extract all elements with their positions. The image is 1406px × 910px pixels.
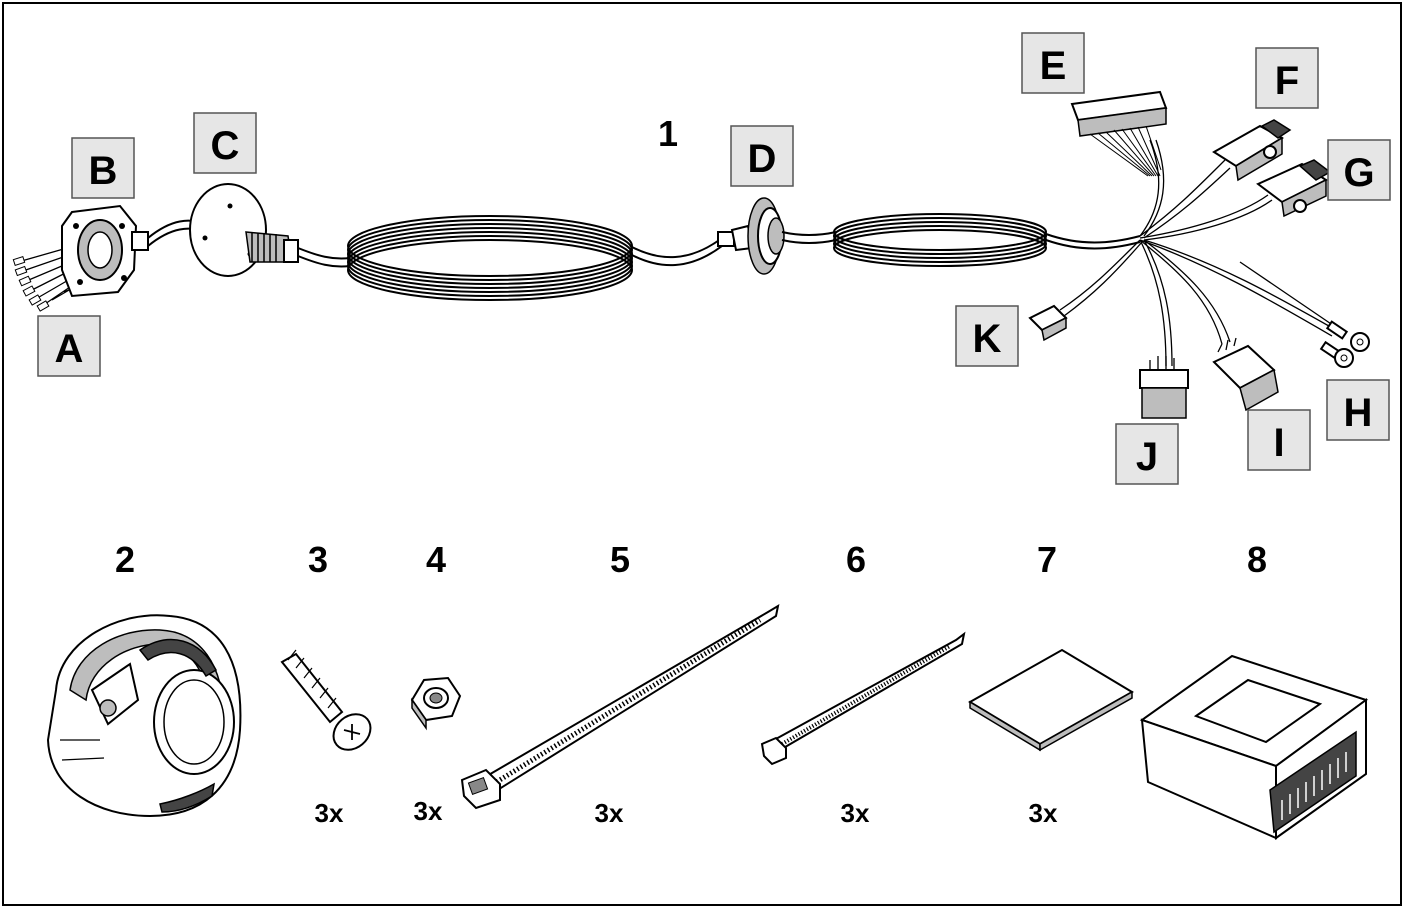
label-b: B — [71, 137, 135, 199]
cable-tie-short-icon — [760, 631, 966, 766]
label-d: D — [730, 125, 794, 187]
svg-text:I: I — [1273, 421, 1284, 465]
svg-text:C: C — [211, 124, 240, 168]
label-f: F — [1255, 47, 1319, 109]
qty-item-7: 3x — [1029, 798, 1058, 828]
connector-i-icon — [1212, 337, 1279, 412]
connector-e-icon — [1070, 90, 1168, 177]
cable-coil-small-icon — [833, 213, 1047, 267]
trailer-socket-icon — [46, 614, 242, 818]
label-k: K — [955, 305, 1019, 367]
connector-g-icon — [1256, 159, 1332, 218]
qty-item-3: 3x — [315, 798, 344, 828]
svg-text:A: A — [55, 327, 84, 371]
item-number-5: 5 — [610, 539, 630, 580]
svg-text:H: H — [1344, 391, 1373, 435]
qty-item-5: 3x — [595, 798, 624, 828]
flange-plate-icon — [61, 204, 149, 298]
svg-text:K: K — [973, 317, 1002, 361]
screw-icon — [280, 649, 372, 751]
control-module-icon — [1139, 654, 1369, 840]
connector-k-icon — [1028, 304, 1068, 342]
wire-ends-icon — [12, 239, 103, 312]
svg-text:F: F — [1275, 59, 1299, 103]
item-number-3: 3 — [308, 539, 328, 580]
svg-text:G: G — [1343, 151, 1374, 195]
qty-item-4: 3x — [414, 796, 443, 826]
label-h: H — [1326, 379, 1390, 441]
label-i: I — [1247, 409, 1311, 471]
label-a: A — [37, 315, 101, 377]
ring-terminals-icon — [1239, 261, 1370, 368]
item-number-8: 8 — [1247, 539, 1267, 580]
label-c: C — [193, 112, 257, 174]
item-number-1: 1 — [658, 113, 678, 154]
mounting-plate-icon — [189, 183, 299, 277]
svg-text:J: J — [1136, 435, 1158, 479]
qty-item-6: 3x — [841, 798, 870, 828]
cable-coil-large-icon — [347, 215, 633, 301]
connector-f-icon — [1212, 119, 1292, 182]
svg-text:D: D — [748, 137, 777, 181]
item-number-2: 2 — [115, 539, 135, 580]
item-number-6: 6 — [846, 539, 866, 580]
grommet-icon — [717, 197, 785, 275]
label-g: G — [1327, 139, 1391, 201]
svg-text:E: E — [1040, 44, 1067, 88]
label-e: E — [1021, 32, 1085, 94]
item-number-4: 4 — [426, 539, 446, 580]
cable-tie-long-icon — [460, 603, 780, 810]
item-number-7: 7 — [1037, 539, 1057, 580]
adhesive-pad-icon — [968, 648, 1134, 752]
nut-icon — [410, 676, 462, 731]
label-j: J — [1115, 423, 1179, 485]
connector-j-icon — [1139, 356, 1189, 419]
wiring-harness-icon — [12, 90, 1370, 419]
svg-text:B: B — [89, 149, 118, 193]
